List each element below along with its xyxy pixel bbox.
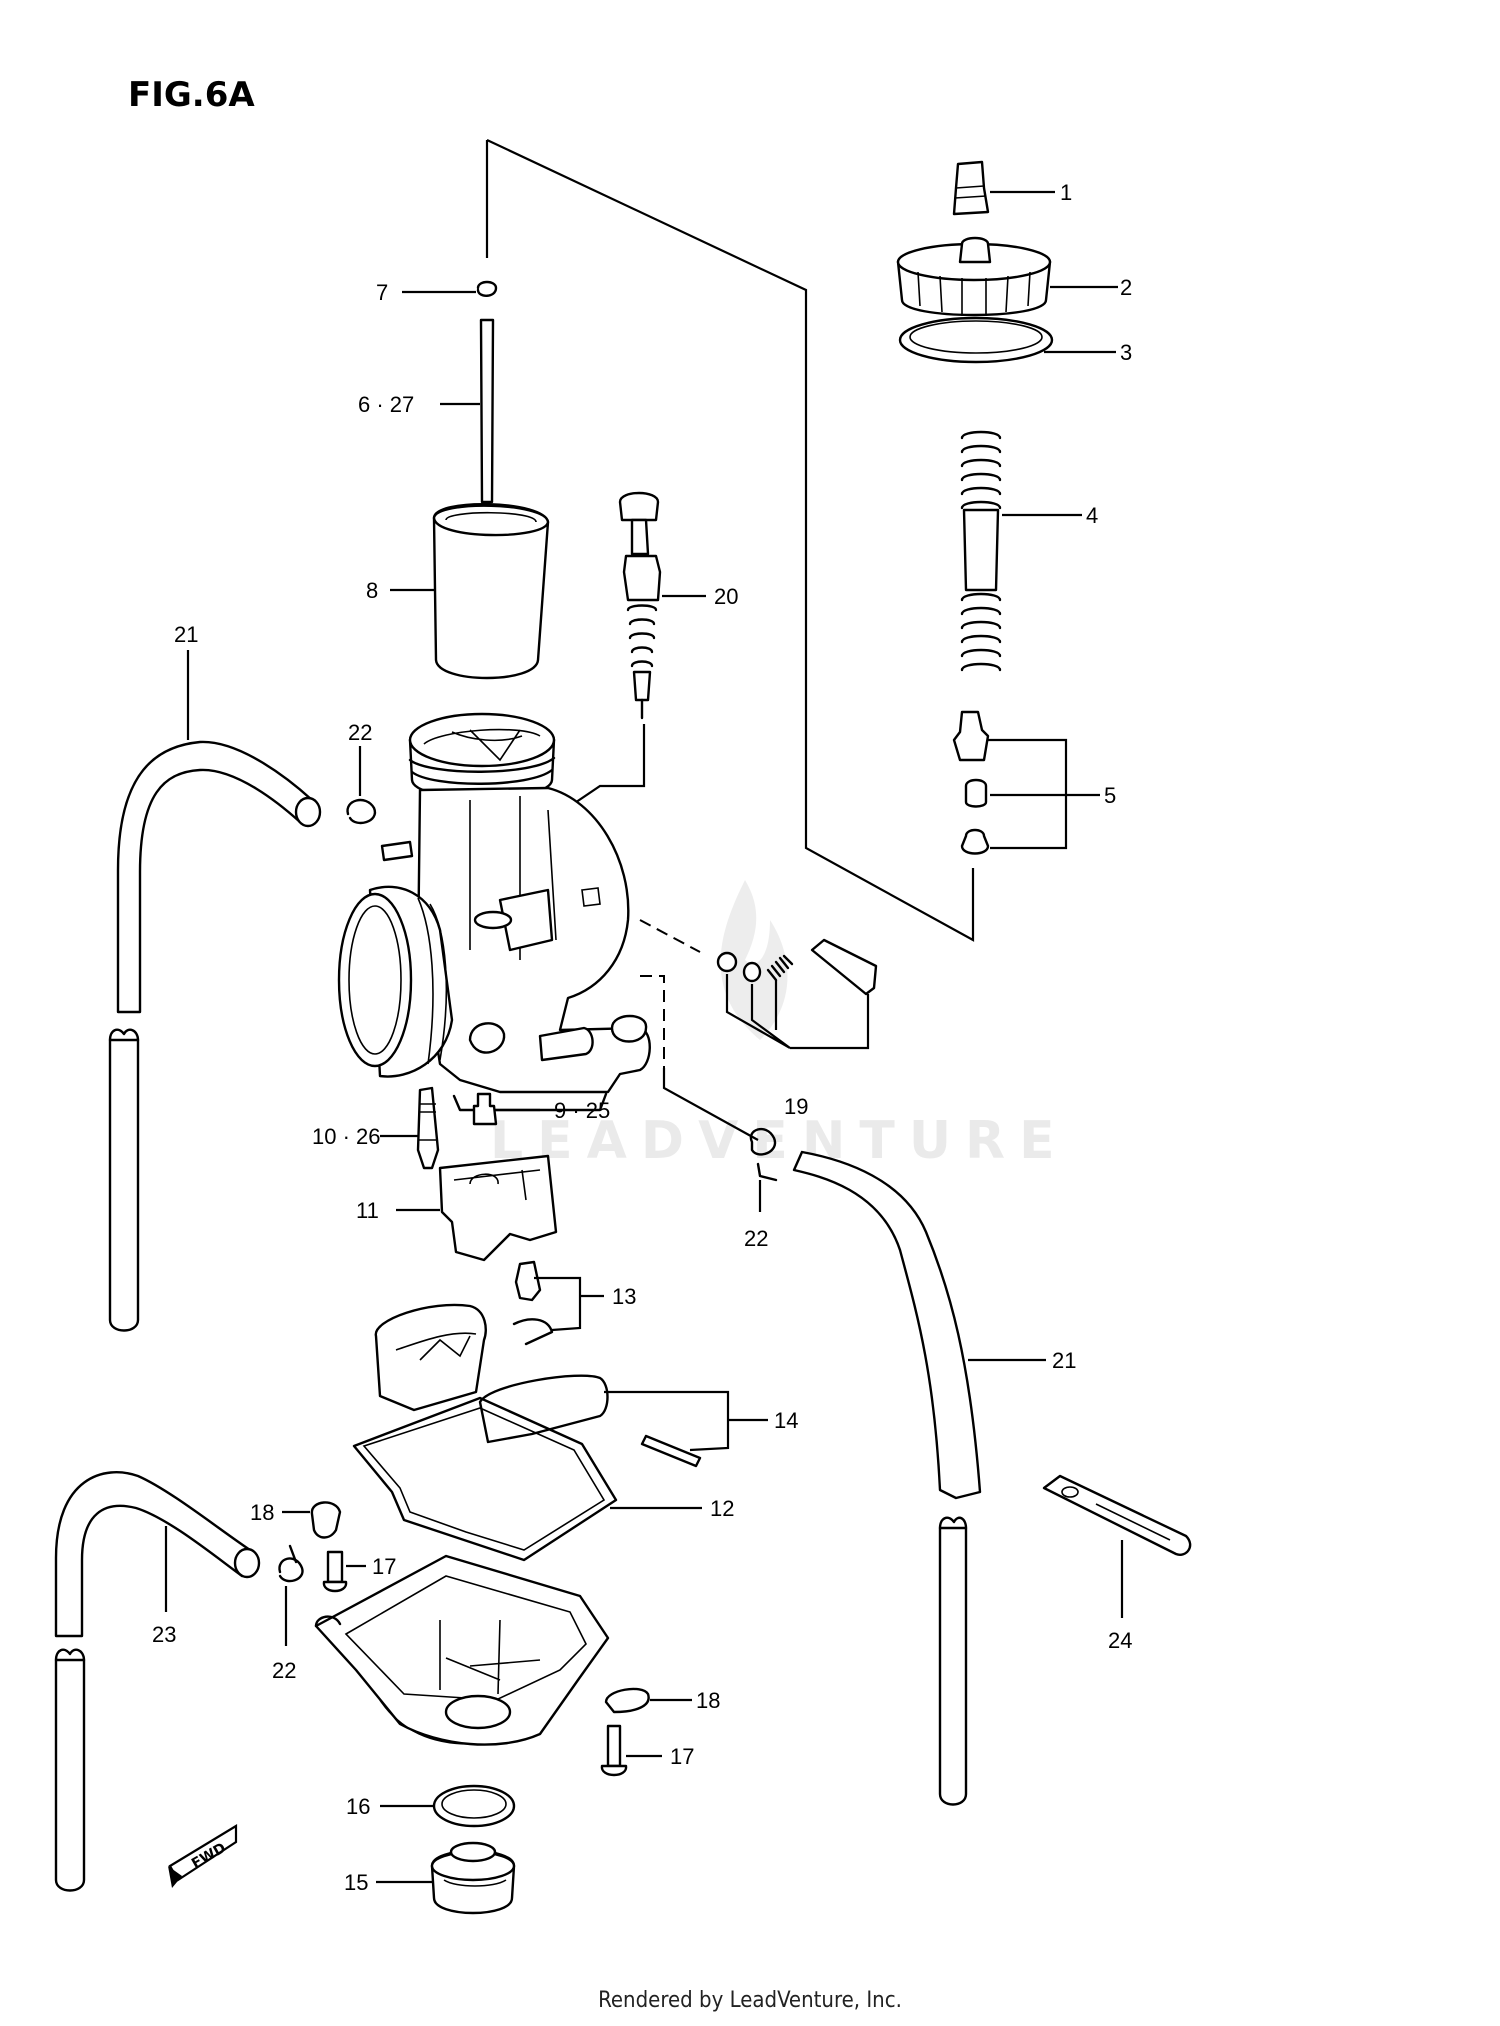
callout-24: 24: [1108, 1628, 1132, 1653]
part-21-vent-hose-right: [792, 1150, 1046, 1806]
part-14-float-set: [478, 1374, 768, 1468]
centerline-pilot: [639, 919, 701, 953]
centerline-jet: [640, 975, 665, 1068]
callout-11: 11: [356, 1198, 379, 1223]
part-18-bracket-upper: [282, 1501, 342, 1539]
part-16-o-ring: [380, 1784, 516, 1828]
callout-4: 4: [1086, 503, 1098, 528]
callout-10-26: 10 · 26: [312, 1124, 381, 1149]
part-3-gasket: [898, 316, 1116, 364]
part-9-main-jet: [472, 1092, 540, 1126]
part-1-cap-nut: [952, 160, 1055, 216]
part-17-screw-lower: [600, 1724, 662, 1777]
callout-5: 5: [1104, 783, 1116, 808]
part-baffle-upper: [374, 1303, 487, 1412]
part-8-throttle-slide: [390, 502, 550, 680]
leader-22b: [662, 1068, 759, 1141]
callout-17-lower: 17: [670, 1744, 694, 1769]
part-23-overflow-hose: [54, 1471, 261, 1892]
part-17-screw-upper: [322, 1550, 366, 1593]
footer-credit: Rendered by LeadVenture, Inc.: [598, 1988, 902, 2013]
part-5-needle-set: [952, 710, 1100, 855]
watermark-text: LEADVENTURE: [490, 1111, 1069, 1171]
part-carburetor-body: [337, 712, 651, 1112]
callout-7: 7: [376, 280, 388, 305]
callout-labels: 1 2 3 4 5 6 · 27 7 8 9 · 25 10 · 26 11 1…: [152, 180, 1132, 1895]
part-22-clip-middle: [749, 1127, 778, 1212]
part-7-clip: [402, 280, 498, 297]
part-13-needle-valve: [512, 1260, 604, 1346]
callout-1: 1: [1060, 180, 1072, 205]
callout-21-left: 21: [174, 622, 198, 647]
part-20-pilot-screw: [516, 491, 706, 881]
callout-17-upper: 17: [372, 1554, 396, 1579]
callout-14: 14: [774, 1408, 798, 1433]
callout-2: 2: [1120, 275, 1132, 300]
part-24-hose-bracket: [1042, 1474, 1192, 1618]
callout-15: 15: [344, 1870, 368, 1895]
figure-title: FIG.6A: [128, 75, 255, 115]
callout-22-lower: 22: [272, 1658, 296, 1683]
part-15-drain-plug: [376, 1841, 516, 1915]
callout-8: 8: [366, 578, 378, 603]
part-float-bowl: [314, 1554, 610, 1746]
callout-12: 12: [710, 1496, 734, 1521]
callout-22-middle: 22: [744, 1226, 768, 1251]
part-6-jet-needle: [440, 318, 495, 504]
part-4-spring: [960, 430, 1082, 672]
part-22-clip-lower: [278, 1544, 304, 1646]
part-11-float: [396, 1154, 558, 1262]
callout-18-upper: 18: [250, 1500, 274, 1525]
callout-19: 19: [784, 1094, 808, 1119]
part-12-bowl-gasket: [352, 1396, 702, 1562]
part-18-bracket-lower: [604, 1687, 692, 1714]
part-2-top-cap: [896, 236, 1118, 317]
leadventure-watermark: LEADVENTURE: [490, 880, 1069, 1171]
callout-13: 13: [612, 1284, 636, 1309]
callout-22-upper: 22: [348, 720, 372, 745]
callout-16: 16: [346, 1794, 370, 1819]
part-21-vent-hose-left: [108, 650, 322, 1332]
part-22-clip-upper: [346, 746, 377, 825]
callout-23: 23: [152, 1622, 176, 1647]
part-10-needle-jet: [380, 1086, 440, 1170]
callout-18-lower: 18: [696, 1688, 720, 1713]
frame-line-assembly: [486, 139, 975, 942]
callout-9-25: 9 · 25: [554, 1098, 610, 1123]
callout-20: 20: [714, 584, 738, 609]
callout-3: 3: [1120, 340, 1132, 365]
fwd-direction-icon: FWD: [168, 1824, 238, 1888]
callout-6-27: 6 · 27: [358, 392, 414, 417]
part-19-air-screw-set: [716, 938, 878, 1050]
callout-21-right: 21: [1052, 1348, 1076, 1373]
